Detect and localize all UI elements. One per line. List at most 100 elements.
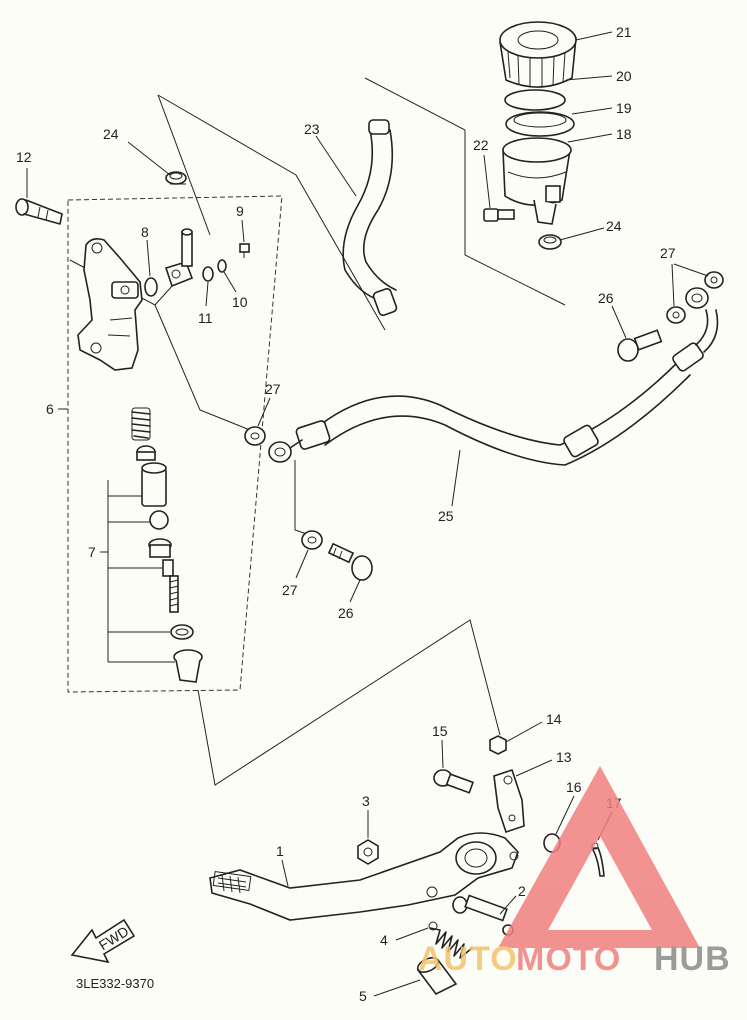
washer-27-right-a	[666, 306, 686, 324]
callout-6: 6	[46, 401, 68, 417]
brake-pedal-1	[209, 832, 519, 921]
callout-13: 13	[515, 749, 572, 777]
washer-27-bottom	[301, 530, 323, 550]
dust-boot	[173, 649, 203, 683]
reservoir-cap-21	[499, 21, 577, 88]
nut-3	[357, 839, 379, 865]
svg-text:24: 24	[103, 126, 119, 142]
washer-10b	[217, 259, 227, 273]
callout-10: 10	[223, 271, 248, 310]
svg-text:12: 12	[16, 149, 32, 165]
watermark-auto: AUTO	[418, 940, 518, 978]
svg-text:23: 23	[304, 121, 320, 137]
return-spring-4	[428, 921, 473, 959]
svg-text:15: 15	[432, 723, 448, 739]
callout-12: 12	[16, 149, 32, 198]
watermark-hub: HUB	[654, 940, 731, 978]
reservoir-hose-23	[342, 119, 398, 317]
tie-line-reservoir-box	[364, 77, 566, 306]
callout-24-left: 24	[103, 126, 171, 176]
fwd-arrow-icon: FWD	[70, 918, 136, 964]
tie-line-pushrod-to-pedal	[197, 619, 501, 786]
master-cylinder-body	[77, 238, 143, 371]
svg-text:16: 16	[566, 779, 582, 795]
watermark-moto: MOTO	[516, 940, 621, 978]
washer-10	[202, 266, 214, 282]
svg-text:11: 11	[198, 310, 213, 326]
tie-line-washer-27	[154, 304, 251, 431]
callout-27-bottom: 27	[282, 549, 309, 598]
callout-16: 16	[555, 779, 582, 835]
callout-14: 14	[505, 711, 562, 743]
hose-clip-24-top	[165, 171, 187, 185]
callout-27-right: 27	[660, 245, 709, 307]
piston-pushrod	[148, 538, 179, 613]
svg-text:18: 18	[616, 126, 632, 142]
svg-text:6: 6	[46, 401, 54, 417]
callout-24-right: 24	[559, 218, 622, 241]
callout-2: 2	[499, 883, 526, 915]
svg-text:13: 13	[556, 749, 572, 765]
svg-text:26: 26	[598, 290, 614, 306]
svg-text:10: 10	[232, 294, 248, 310]
bolt-12	[15, 198, 63, 225]
callout-25: 25	[438, 449, 461, 524]
tie-line-hose-bottom	[294, 460, 311, 536]
screw-22	[483, 208, 515, 222]
callout-8: 8	[141, 224, 151, 277]
svg-text:14: 14	[546, 711, 562, 727]
callout-11: 11	[198, 281, 213, 326]
spring-seat	[136, 445, 156, 461]
diagram-code: 3LE332-9370	[76, 976, 154, 991]
clevis-13	[493, 768, 525, 834]
circlip	[170, 624, 194, 640]
callout-27-left: 27	[257, 381, 281, 427]
svg-text:22: 22	[473, 137, 489, 153]
svg-text:9: 9	[236, 203, 244, 219]
svg-text:5: 5	[359, 988, 367, 1004]
svg-text:26: 26	[338, 605, 354, 621]
watermark-triangle-logo	[498, 766, 700, 948]
callout-21: 21	[575, 24, 632, 41]
callout-18: 18	[567, 126, 632, 143]
screw-9	[239, 243, 250, 258]
pivot-bolt-2	[452, 894, 514, 936]
group-7-bracket	[100, 480, 175, 663]
callout-20: 20	[565, 68, 632, 84]
svg-text:8: 8	[141, 224, 149, 240]
svg-text:3: 3	[362, 793, 370, 809]
callout-3: 3	[362, 793, 370, 838]
svg-text:2: 2	[518, 883, 526, 899]
callout-26-right: 26	[598, 290, 627, 339]
union-bolt-26-right	[617, 329, 663, 362]
brake-hose-25	[268, 287, 719, 466]
nut-14	[489, 735, 507, 755]
diaphragm-19	[505, 111, 575, 137]
svg-text:24: 24	[606, 218, 622, 234]
svg-text:19: 19	[616, 100, 632, 116]
callout-22: 22	[473, 137, 491, 209]
svg-text:7: 7	[88, 544, 96, 560]
union-fitting-11	[164, 228, 194, 288]
svg-text:27: 27	[282, 582, 298, 598]
svg-text:21: 21	[616, 24, 632, 40]
callout-26-bottom: 26	[338, 579, 361, 621]
washer-27-left	[244, 426, 266, 446]
callout-4: 4	[380, 927, 429, 948]
diaphragm-plate-20	[504, 89, 566, 111]
svg-text:1: 1	[276, 843, 284, 859]
callout-9: 9	[236, 203, 245, 243]
reservoir-tank-18	[502, 137, 572, 225]
hose-clip-24-reservoir	[538, 234, 562, 250]
o-ring-8	[144, 277, 158, 297]
svg-text:20: 20	[616, 68, 632, 84]
primary-cup	[141, 462, 167, 507]
callout-15: 15	[432, 723, 448, 769]
union-bolt-26-bottom	[327, 542, 373, 581]
callout-7: 7	[88, 544, 96, 560]
secondary-cup	[149, 510, 169, 530]
svg-text:4: 4	[380, 932, 388, 948]
callout-1: 1	[276, 843, 289, 887]
callout-23: 23	[304, 121, 357, 197]
